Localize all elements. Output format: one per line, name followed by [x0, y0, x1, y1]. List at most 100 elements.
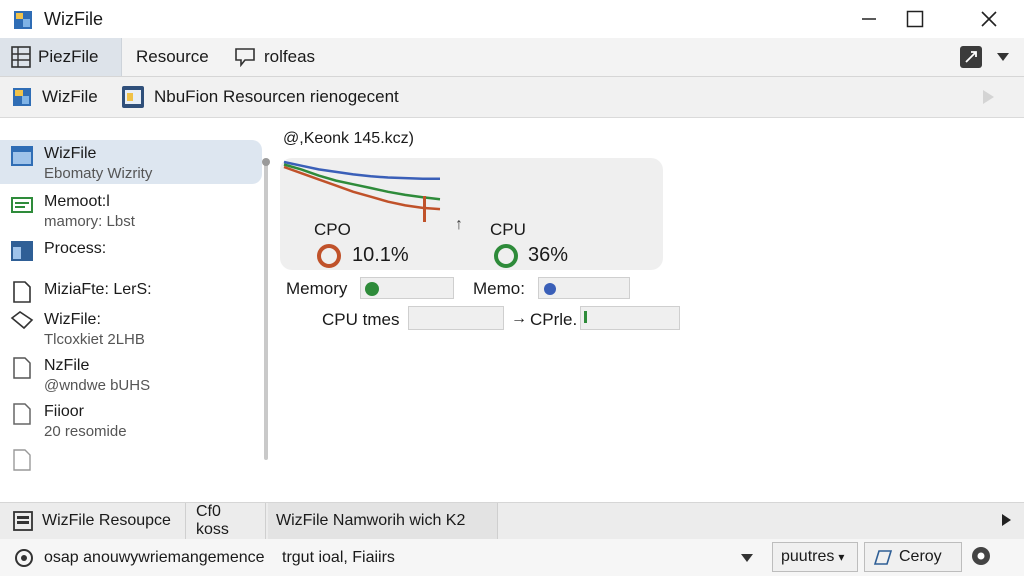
cpu2-ring-icon: [494, 244, 518, 268]
caret-right-icon: [1002, 514, 1011, 526]
cpu1-value: 10.1%: [352, 244, 409, 266]
sidebar-item-sub: 20 resomide: [44, 423, 127, 440]
process-icon: [11, 241, 33, 261]
document-icon: [13, 281, 31, 303]
status-dropdown[interactable]: [740, 551, 754, 569]
status-button-puutres[interactable]: puutres ▾: [772, 542, 858, 572]
sidebar-item-sub: Ebomaty Wizrity: [44, 165, 153, 182]
title-bar: WizFile: [0, 0, 1024, 38]
status-dot-blue: [544, 283, 556, 295]
performance-card: [280, 158, 663, 270]
pin-button[interactable]: [960, 46, 982, 68]
document-icon: [13, 357, 31, 379]
menu-roles-label: rolfeas: [264, 47, 316, 66]
status-mid-text: trgut ioal, Fiaiirs: [282, 548, 395, 566]
tabs-scroll-right[interactable]: [1000, 513, 1012, 532]
tab-wizfile-network[interactable]: WizFile Namworih wich K2: [268, 503, 498, 539]
bottom-tabs: WizFile Resoupce Cf0 koss WizFile Namwor…: [0, 502, 1024, 540]
maximize-button[interactable]: [892, 0, 938, 38]
caret-down-icon: [741, 554, 753, 562]
menu-file[interactable]: PiezFile: [0, 38, 122, 76]
cpu-profile-indicator: [584, 311, 587, 323]
chart-series-line-1: [283, 163, 441, 201]
menu-dropdown[interactable]: [996, 50, 1010, 68]
arrow-right-icon: →: [511, 310, 527, 327]
sidebar-item-label: WizFile:: [44, 311, 101, 328]
cpu-profile-label: CPrle.: [530, 310, 578, 329]
menu-roles[interactable]: rolfeas: [224, 38, 325, 76]
settings-icon[interactable]: [970, 545, 992, 567]
document-icon: [13, 403, 31, 425]
cpu1-label: CPO: [314, 220, 351, 239]
memory-label: Memory: [286, 279, 348, 298]
tag-icon: [10, 311, 34, 330]
sidebar-item-label: Fiioor: [44, 403, 85, 420]
close-button[interactable]: [966, 0, 1012, 38]
memory-field[interactable]: [360, 277, 454, 299]
menu-resource[interactable]: Resource: [126, 38, 219, 76]
memory2-field[interactable]: [538, 277, 630, 299]
cpu-times-label: CPU tmes: [322, 310, 400, 329]
cpu-times-field[interactable]: [408, 306, 504, 330]
status-button-label: puutres: [781, 548, 835, 565]
menu-file-label: PiezFile: [38, 47, 99, 66]
sidebar-scrollbar[interactable]: [264, 160, 268, 460]
toolbar-resource-manager[interactable]: NbuFion Resourcen rienogecent: [120, 77, 399, 117]
gear-icon: [15, 549, 33, 567]
toolbar-resource-label: NbuFion Resourcen rienogecent: [154, 87, 399, 106]
sidebar-item-label: Memoot:l: [44, 193, 110, 210]
scrollbar-thumb[interactable]: [262, 158, 270, 166]
toolbar-forward[interactable]: [980, 88, 996, 111]
sidebar-item-nzfile[interactable]: NzFile @wndwe bUHS: [0, 352, 262, 398]
cpu1-ring-icon: [317, 244, 341, 268]
chat-icon: [235, 48, 255, 67]
status-button-ceroy[interactable]: Ceroy: [864, 542, 962, 572]
status-button-label: Ceroy: [899, 548, 942, 565]
memory-icon: [11, 197, 33, 213]
sidebar-item-label: NzFile: [44, 357, 90, 374]
cpu2-label: CPU: [490, 220, 526, 239]
tab-label: WizFile Namworih wich K2: [276, 512, 466, 529]
sidebar-item-process[interactable]: Process:: [0, 235, 262, 275]
tab-label: Cf0 koss: [196, 503, 229, 538]
tab-cpu-loss[interactable]: Cf0 koss: [188, 503, 266, 539]
window-title: WizFile: [44, 9, 103, 29]
window-icon: [11, 146, 33, 166]
menu-bar: PiezFile Resource rolfeas: [0, 38, 1024, 77]
file-grid-icon: [11, 46, 31, 68]
sidebar-item-wizfile-tool[interactable]: WizFile: Tlcoxkiet 2LHB: [0, 306, 262, 352]
sidebar-item-label: MiziaFte: LerS:: [44, 281, 152, 298]
maximize-icon: [906, 10, 924, 28]
tab-wizfile-resource[interactable]: WizFile Resoupce: [0, 503, 186, 539]
resource-window-icon: [122, 86, 144, 108]
status-dot-green: [365, 282, 379, 296]
performance-line-chart: [283, 160, 441, 211]
document-icon: [13, 449, 31, 471]
chevron-down-icon: ▾: [838, 550, 845, 564]
menu-resource-label: Resource: [136, 47, 209, 66]
play-icon: [983, 90, 994, 104]
sidebar-item-label: WizFile: [44, 145, 97, 162]
sidebar-item-label: Process:: [44, 240, 107, 257]
minimize-button[interactable]: [846, 0, 892, 38]
sidebar-item-file-lens[interactable]: MiziaFte: LerS:: [0, 276, 262, 312]
caret-down-icon: [997, 53, 1009, 61]
cpu2-value: 36%: [528, 244, 569, 266]
minimize-icon: [862, 18, 876, 20]
chart-marker: [423, 196, 426, 222]
memory2-label: Memo:: [473, 279, 525, 298]
content-header: @,Keonk 145.kcz): [283, 130, 414, 147]
window-icon: [13, 511, 33, 531]
arrow-up-icon: ↑: [455, 216, 463, 233]
sidebar-item-empty[interactable]: [0, 444, 262, 480]
toolbar-wizfile[interactable]: WizFile: [10, 77, 98, 117]
cpu-profile-field[interactable]: [580, 306, 680, 330]
sidebar-item-floor[interactable]: Fiioor 20 resomide: [0, 398, 262, 444]
sidebar-item-sub: Tlcoxkiet 2LHB: [44, 331, 145, 348]
chart-series-line-2: [283, 165, 441, 211]
pin-icon: [965, 51, 977, 63]
sidebar-item-sub: @wndwe bUHS: [44, 377, 151, 394]
